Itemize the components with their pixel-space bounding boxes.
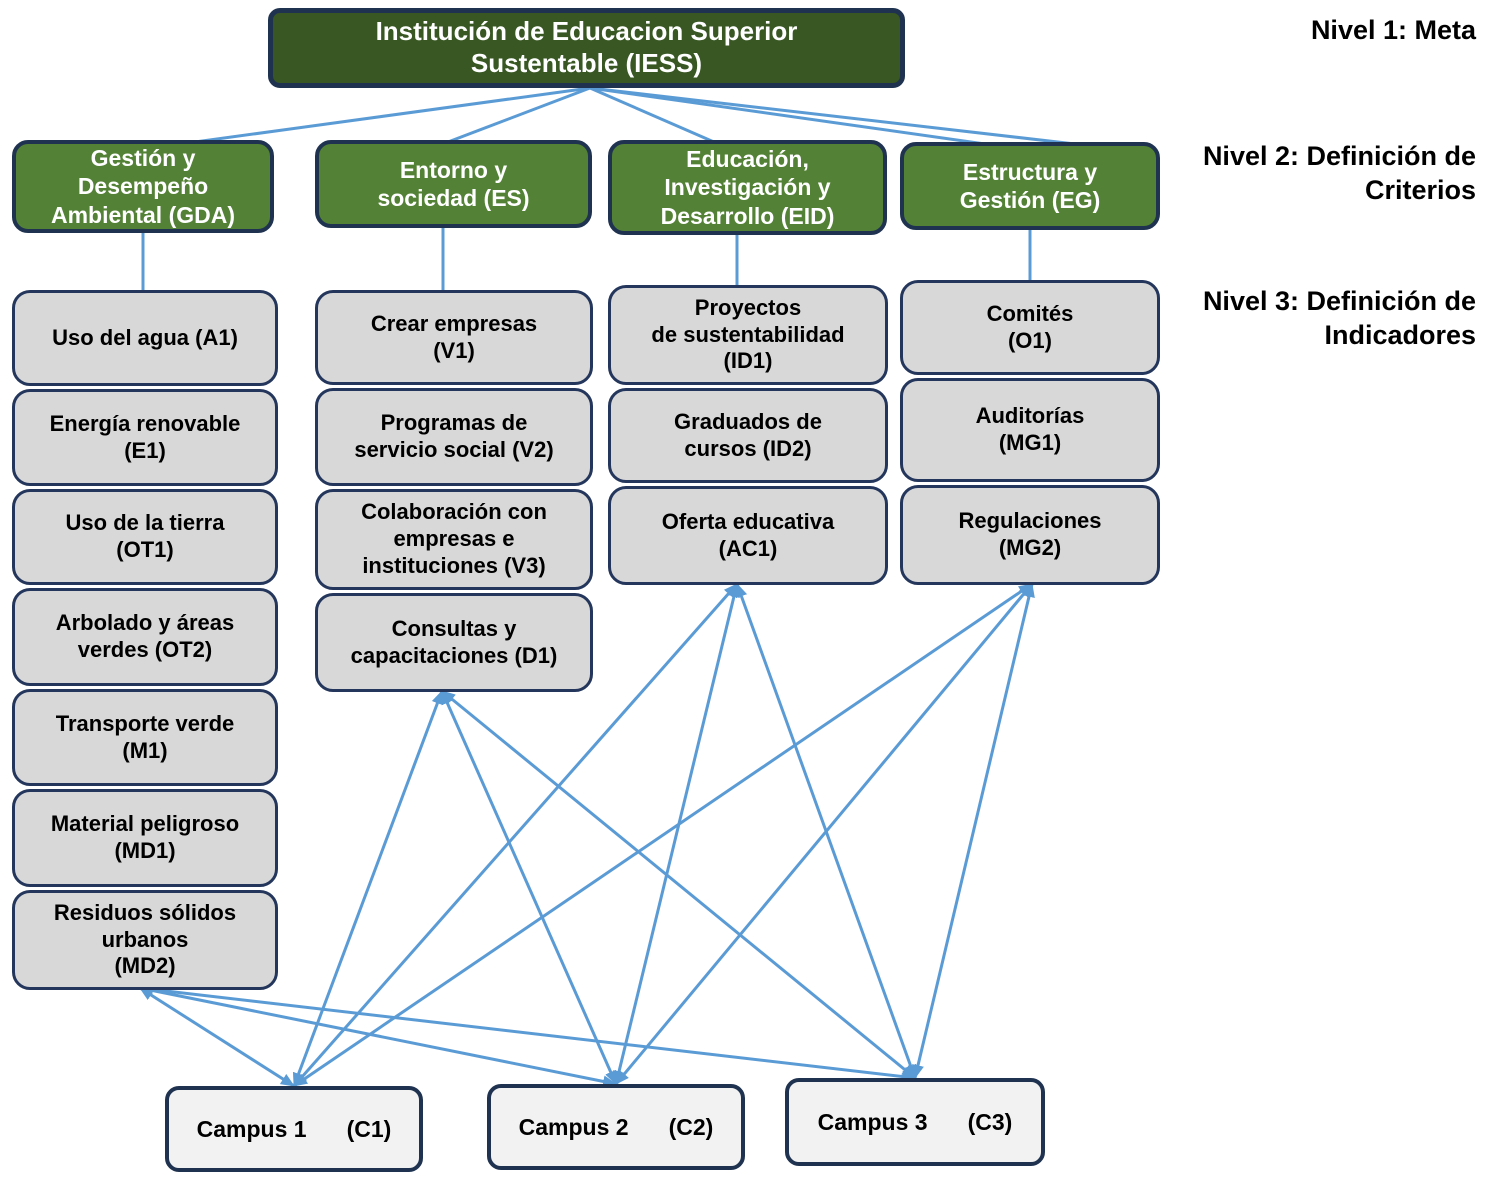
node-o1: Comités (O1) [900, 280, 1160, 375]
node-a1: Uso del agua (A1) [12, 290, 278, 386]
node-eid: Educación, Investigación y Desarrollo (E… [608, 140, 887, 235]
node-iess-root: Institución de Educacion Superior Susten… [268, 8, 905, 88]
campus-1-name: Campus 1 [196, 1115, 307, 1142]
campus-3-name: Campus 3 [817, 1108, 928, 1135]
node-campus-3: Campus 3 (C3) [785, 1078, 1045, 1166]
node-mg2: Regulaciones (MG2) [900, 485, 1160, 585]
connector-line [912, 583, 1035, 1079]
connector-line [589, 86, 986, 146]
node-id1: Proyectos de sustentabilidad (ID1) [608, 285, 888, 385]
campus-2-code: (C2) [668, 1113, 714, 1140]
node-mg1: Auditorías (MG1) [900, 378, 1160, 482]
node-campus-2: Campus 2 (C2) [487, 1084, 745, 1170]
node-ot2: Arbolado y áreas verdes (OT2) [12, 588, 278, 686]
connector-line [194, 86, 591, 144]
node-md2: Residuos sólidos urbanos (MD2) [12, 890, 278, 990]
level-1-label: Nivel 1: Meta [1310, 15, 1476, 45]
connector-line [292, 690, 444, 1087]
connector-line [139, 983, 916, 1083]
node-v1: Crear empresas (V1) [315, 290, 593, 385]
node-campus-1: Campus 1 (C1) [165, 1086, 423, 1172]
level-2-label: Nivel 2: Definición de Criterios [1202, 141, 1476, 205]
node-v3: Colaboración con empresas e institucione… [315, 489, 593, 590]
node-md1: Material peligroso (MD1) [12, 789, 278, 887]
node-id2: Graduados de cursos (ID2) [608, 388, 888, 483]
connector-line [589, 86, 715, 144]
campus-1-code: (C1) [346, 1115, 392, 1142]
connector-line [447, 86, 591, 144]
node-eg: Estructura y Gestión (EG) [900, 142, 1160, 230]
node-m1: Transporte verde (M1) [12, 689, 278, 786]
connector-line [614, 583, 1034, 1085]
campus-3-code: (C3) [967, 1108, 1013, 1135]
node-ac1: Oferta educativa (AC1) [608, 486, 888, 585]
node-gda: Gestión y Desempeño Ambiental (GDA) [12, 140, 274, 233]
node-es: Entorno y sociedad (ES) [315, 140, 592, 228]
connector-line [589, 86, 1076, 146]
node-v2: Programas de servicio social (V2) [315, 388, 593, 486]
node-ot1: Uso de la tierra (OT1) [12, 489, 278, 585]
level-3-label: Nivel 3: Definición de Indicadores [1202, 286, 1476, 350]
campus-2-name: Campus 2 [518, 1113, 629, 1140]
node-e1: Energía renovable (E1) [12, 389, 278, 486]
node-d1: Consultas y capacitaciones (D1) [315, 593, 593, 692]
